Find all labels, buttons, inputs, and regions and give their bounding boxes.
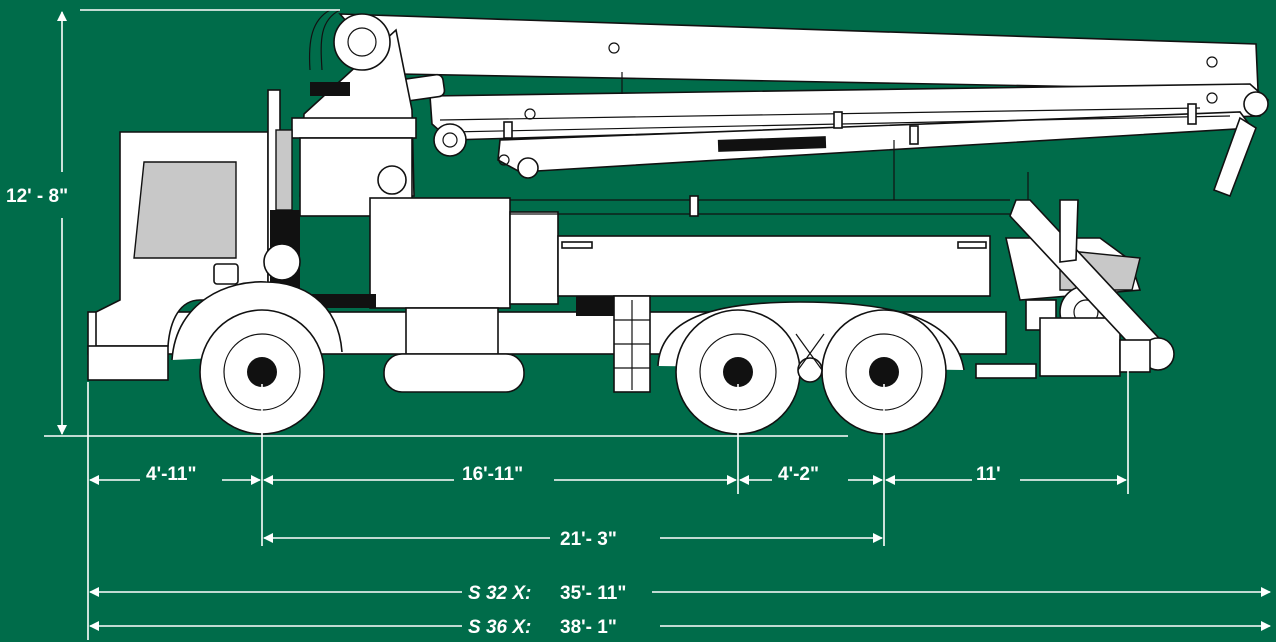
s32-length-dimension: S 32 X: 35'- 11"	[89, 583, 1271, 604]
front-overhang-label: 4'-11"	[146, 464, 197, 485]
front-overhang-dimension: 4'-11"	[89, 464, 261, 485]
s32-model-label: S 32 X:	[468, 583, 531, 604]
boom	[338, 13, 1269, 210]
wheelbase-dimension: 16'-11"	[263, 464, 737, 485]
turret	[291, 9, 417, 217]
s36-length-label: 38'- 1"	[560, 617, 617, 638]
rear-axle-spacing-label: 4'-2"	[778, 464, 819, 485]
rear-overhang-dimension: 11'	[885, 464, 1127, 485]
wheelbase-label: 16'-11"	[462, 464, 523, 485]
rear-axle-spacing-dimension: 4'-2"	[739, 464, 883, 485]
rear-overhang-label: 11'	[976, 464, 1001, 485]
s36-length-dimension: S 36 X: 38'- 1"	[89, 617, 1271, 638]
body-box	[308, 195, 1010, 355]
height-label: 12' - 8"	[6, 186, 68, 207]
concrete-pump-truck	[87, 9, 1269, 435]
suspension	[795, 333, 825, 383]
water-tank	[383, 353, 525, 393]
rear-wheel-1	[675, 309, 801, 435]
s36-model-label: S 36 X:	[468, 617, 531, 638]
hopper	[975, 199, 1175, 379]
front-to-rear-axle-dimension: 21'- 3"	[263, 529, 883, 550]
front-to-rear-axle-label: 21'- 3"	[560, 529, 617, 550]
extension-lines	[87, 370, 1129, 640]
ladder	[613, 295, 651, 393]
s32-length-label: 35'- 11"	[560, 583, 626, 604]
height-dimension: 12' - 8"	[6, 9, 848, 437]
